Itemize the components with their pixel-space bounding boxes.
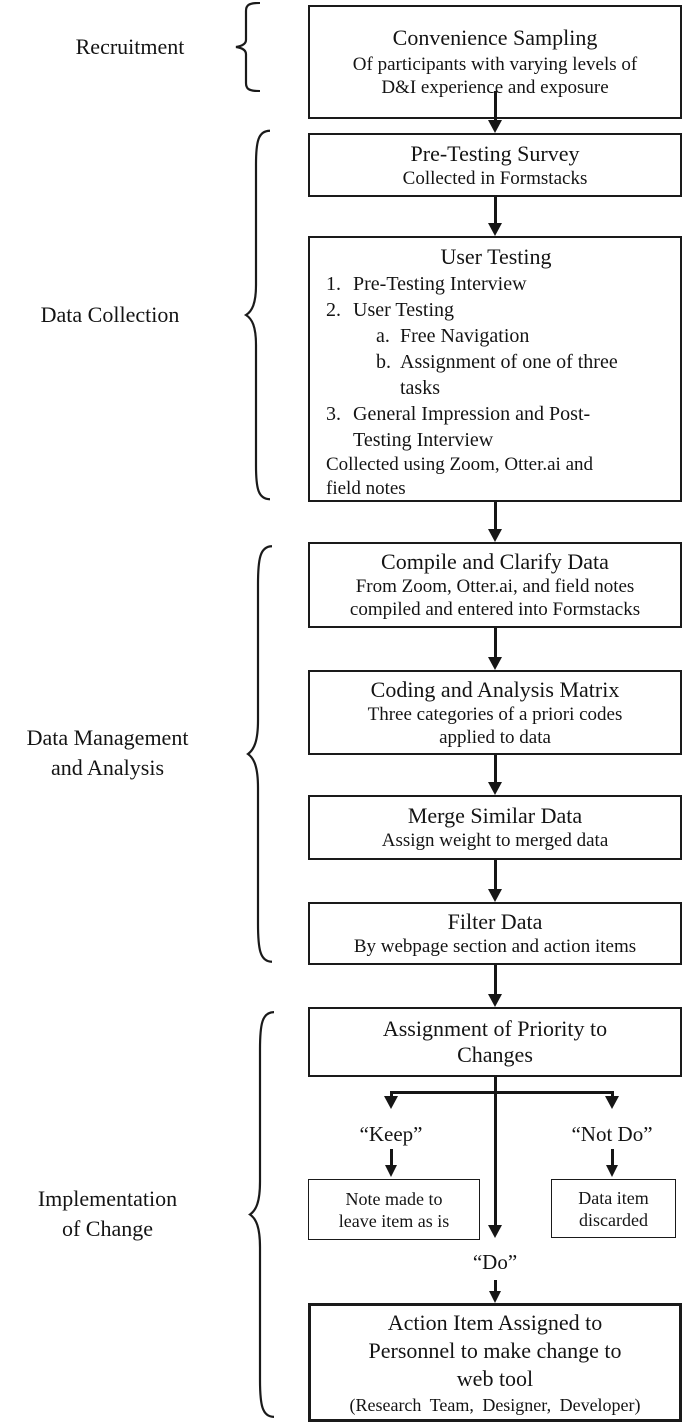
list-text: General Impression and Post- Testing Int… — [353, 403, 591, 451]
box-text: Note made to leave item as is — [338, 1188, 450, 1231]
list-marker: 3. — [326, 403, 341, 425]
box-title: Coding and Analysis Matrix — [370, 676, 620, 702]
box-subtitle: (Research Team, Designer, Developer) — [349, 1395, 641, 1415]
box-subtitle: Assign weight to merged data — [381, 830, 609, 851]
list-marker: b. — [376, 351, 391, 373]
brace-implementation — [246, 1008, 276, 1421]
list-item: 2. User Testing — [326, 297, 666, 323]
branch-label-do: “Do” — [472, 1250, 518, 1274]
box-subtitle: Collected in Formstacks — [402, 167, 588, 189]
box-title: Assignment of Priority to Changes — [382, 1016, 608, 1067]
box-pre-testing-survey: Pre-Testing Survey Collected in Formstac… — [308, 133, 682, 197]
box-assignment-of-priority: Assignment of Priority to Changes — [308, 1007, 682, 1077]
list-text: User Testing — [353, 299, 454, 321]
box-not-do-outcome: Data item discarded — [551, 1179, 676, 1238]
brace-data-management — [244, 542, 274, 966]
curly-brace-icon — [232, 2, 262, 92]
arrow-branch-not-do — [610, 1091, 614, 1096]
list-marker: a. — [376, 325, 390, 347]
arrow-not-do-to-box — [610, 1149, 614, 1165]
box-keep-outcome: Note made to leave item as is — [308, 1179, 480, 1240]
branch-label-not-do: “Not Do” — [571, 1122, 653, 1146]
list-text: Pre-Testing Interview — [353, 273, 527, 295]
arrow-coding-to-merge — [493, 755, 497, 782]
box-compile-clarify-data: Compile and Clarify Data From Zoom, Otte… — [308, 542, 682, 628]
arrow-filter-to-priority — [493, 965, 497, 994]
list-marker: 2. — [326, 299, 341, 321]
arrow-sampling-to-survey — [493, 91, 497, 120]
stage-label-data-management: Data Management and Analysis — [26, 725, 189, 780]
box-title: User Testing — [440, 244, 552, 269]
list-item: 1. Pre-Testing Interview — [326, 271, 666, 297]
arrow-do-to-action-item — [493, 1280, 497, 1291]
box-title: Action Item Assigned to Personnel to mak… — [368, 1310, 622, 1391]
box-text: Data item discarded — [578, 1187, 649, 1230]
arrow-branch-do-long — [493, 1077, 497, 1225]
list-item: b. Assignment of one of three tasks — [376, 349, 666, 401]
box-user-testing: User Testing 1. Pre-Testing Interview 2.… — [308, 236, 682, 502]
box-subtitle: Three categories of a priori codes appli… — [367, 703, 623, 748]
box-subtitle: By webpage section and action items — [353, 936, 637, 957]
box-footnote: Collected using Zoom, Otter.ai and field… — [326, 454, 594, 499]
arrow-compile-to-coding — [493, 628, 497, 657]
box-title: Filter Data — [447, 909, 543, 934]
box-subtitle: Of participants with varying levels of D… — [352, 54, 638, 98]
box-filter-data: Filter Data By webpage section and actio… — [308, 902, 682, 965]
curly-brace-icon — [246, 1008, 276, 1421]
stage-label-data-collection: Data Collection — [40, 302, 180, 327]
list-item: a. Free Navigation — [376, 323, 666, 349]
stage-label-recruitment: Recruitment — [75, 34, 185, 59]
arrow-merge-to-filter — [493, 860, 497, 889]
brace-data-collection — [242, 127, 272, 503]
branch-label-keep: “Keep” — [359, 1122, 423, 1146]
box-title: Merge Similar Data — [407, 803, 583, 828]
box-convenience-sampling: Convenience Sampling Of participants wit… — [308, 5, 682, 119]
curly-brace-icon — [242, 127, 272, 503]
list-item: 3. General Impression and Post- Testing … — [326, 401, 666, 453]
arrow-branch-keep — [389, 1091, 393, 1096]
list-text: Free Navigation — [400, 325, 530, 347]
branch-split-line — [389, 1091, 614, 1094]
brace-recruitment — [232, 2, 262, 92]
stage-label-implementation: Implementation of Change — [37, 1186, 178, 1241]
box-title: Convenience Sampling — [392, 25, 598, 50]
arrow-keep-to-box — [389, 1149, 393, 1165]
curly-brace-icon — [244, 542, 274, 966]
list-text: Assignment of one of three tasks — [400, 351, 618, 399]
box-title: Pre-Testing Survey — [410, 140, 580, 166]
arrow-user-testing-to-compile — [493, 502, 497, 529]
box-title: Compile and Clarify Data — [381, 549, 609, 574]
box-action-item-assigned: Action Item Assigned to Personnel to mak… — [308, 1303, 682, 1422]
box-coding-analysis-matrix: Coding and Analysis Matrix Three categor… — [308, 670, 682, 755]
box-merge-similar-data: Merge Similar Data Assign weight to merg… — [308, 795, 682, 860]
list-marker: 1. — [326, 273, 341, 295]
arrow-survey-to-user-testing — [493, 197, 497, 223]
box-subtitle: From Zoom, Otter.ai, and field notes com… — [349, 576, 641, 620]
